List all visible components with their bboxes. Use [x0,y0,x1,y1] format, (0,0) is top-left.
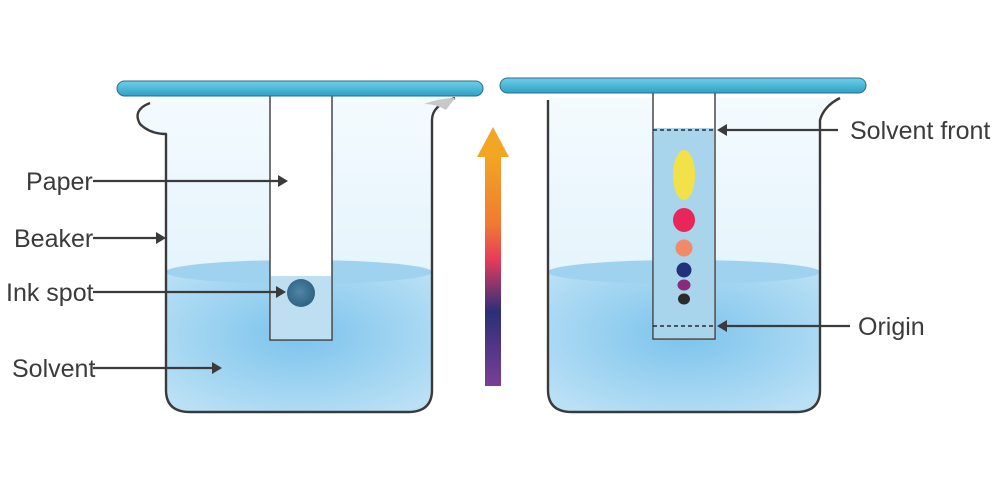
spot-red [673,208,695,232]
left-paper-strip [269,81,333,341]
left-glass-rod [116,80,484,97]
right-solvent [548,272,820,412]
pointer-arrows [93,124,850,374]
label-beaker: Beaker [14,225,93,253]
label-solvent: Solvent [12,355,95,383]
left-beaker-spout-highlight [424,98,455,110]
solvent-direction-arrow-icon [477,127,509,386]
spot-yellow [673,150,695,200]
spot-navy [676,262,692,278]
label-ink-spot: Ink spot [6,279,94,307]
label-solvent-front: Solvent front [850,117,990,145]
spot-black [678,293,690,305]
label-paper: Paper [26,168,93,196]
left-beaker-outline [136,96,456,414]
spot-orange [675,239,693,257]
right-beaker-outline [546,96,841,414]
left-solvent [166,272,432,412]
ink-spot [287,279,315,307]
right-glass-rod [499,77,867,94]
right-paper-strip [652,78,716,340]
label-origin: Origin [858,313,925,341]
spot-purple [677,279,691,291]
